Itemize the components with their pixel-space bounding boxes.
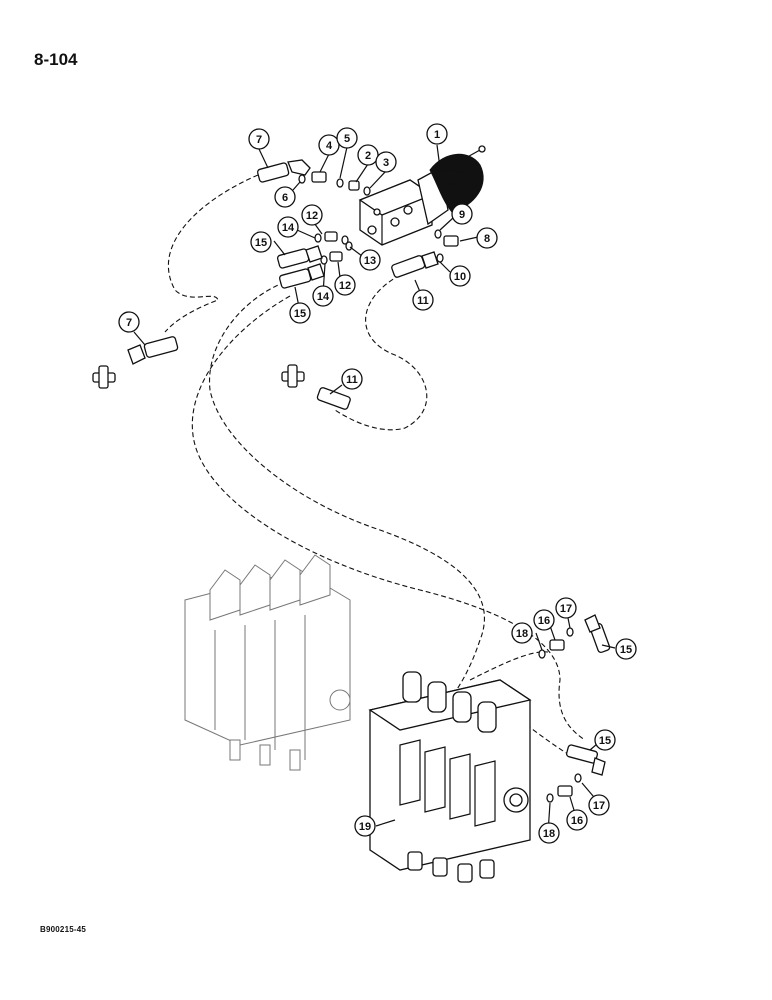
- callouts: 1 2 3 4 5 6 7 7 8 9 10 11 11 12 12 13 14…: [118, 123, 637, 844]
- callout-12-upper: 12: [301, 204, 323, 226]
- svg-text:3: 3: [383, 157, 389, 169]
- lower-fittings: [538, 627, 582, 803]
- callout-5: 5: [336, 127, 358, 149]
- svg-text:10: 10: [454, 271, 466, 283]
- svg-text:9: 9: [459, 209, 465, 221]
- figure-code: B900215-45: [40, 925, 87, 934]
- main-control-valve: [368, 671, 532, 883]
- callout-14-lower: 14: [312, 285, 334, 307]
- svg-text:15: 15: [294, 308, 306, 320]
- callout-4: 4: [318, 134, 340, 156]
- svg-text:11: 11: [417, 295, 429, 307]
- callout-16-lower: 16: [566, 809, 588, 831]
- callout-16-upper: 16: [533, 609, 555, 631]
- svg-text:12: 12: [306, 210, 318, 222]
- callout-12-lower: 12: [334, 274, 356, 296]
- svg-text:14: 14: [317, 291, 330, 303]
- callout-15-upper: 15: [250, 231, 272, 253]
- callout-10: 10: [449, 265, 471, 287]
- svg-text:7: 7: [256, 134, 262, 146]
- fitting-parts: [298, 171, 459, 265]
- control-valve-background: [184, 554, 351, 771]
- page-number: 8-104: [34, 50, 78, 69]
- svg-text:12: 12: [339, 280, 351, 292]
- svg-text:19: 19: [359, 821, 371, 833]
- callout-18-upper: 18: [511, 622, 533, 644]
- callout-11-lower: 11: [341, 368, 363, 390]
- callout-7-left: 7: [118, 311, 140, 333]
- callout-11-upper: 11: [412, 289, 434, 311]
- callout-15-lower: 15: [289, 302, 311, 324]
- svg-text:14: 14: [282, 222, 295, 234]
- svg-text:16: 16: [538, 615, 550, 627]
- svg-text:6: 6: [282, 192, 288, 204]
- callout-1: 1: [426, 123, 448, 145]
- callout-17-lower: 17: [588, 794, 610, 816]
- svg-text:4: 4: [326, 140, 333, 152]
- pilot-control-valve: [358, 145, 486, 246]
- callout-17-upper: 17: [555, 597, 577, 619]
- svg-text:7: 7: [126, 317, 132, 329]
- callout-15-right-lower: 15: [594, 729, 616, 751]
- callout-3: 3: [375, 151, 397, 173]
- svg-text:18: 18: [543, 828, 555, 840]
- callout-18-lower: 18: [538, 822, 560, 844]
- callout-6: 6: [274, 186, 296, 208]
- callout-14-upper: 14: [277, 216, 299, 238]
- hose-ends: [127, 159, 611, 776]
- svg-text:17: 17: [593, 800, 605, 812]
- svg-text:16: 16: [571, 815, 583, 827]
- svg-text:15: 15: [255, 237, 267, 249]
- svg-text:8: 8: [484, 233, 490, 245]
- callout-15-right-upper: 15: [615, 638, 637, 660]
- hose-routes: [164, 174, 586, 759]
- tee-fittings: [92, 364, 305, 389]
- svg-text:1: 1: [434, 129, 440, 141]
- callout-7-top: 7: [248, 128, 270, 150]
- callout-9: 9: [451, 203, 473, 225]
- svg-text:18: 18: [516, 628, 528, 640]
- svg-text:15: 15: [599, 735, 611, 747]
- callout-8: 8: [476, 227, 498, 249]
- svg-text:13: 13: [364, 255, 376, 267]
- callout-13: 13: [359, 249, 381, 271]
- svg-text:11: 11: [346, 374, 358, 386]
- callout-19: 19: [354, 815, 376, 837]
- svg-text:5: 5: [344, 133, 350, 145]
- svg-text:2: 2: [365, 150, 371, 162]
- svg-text:15: 15: [620, 644, 632, 656]
- callout-2: 2: [357, 144, 379, 166]
- svg-text:17: 17: [560, 603, 572, 615]
